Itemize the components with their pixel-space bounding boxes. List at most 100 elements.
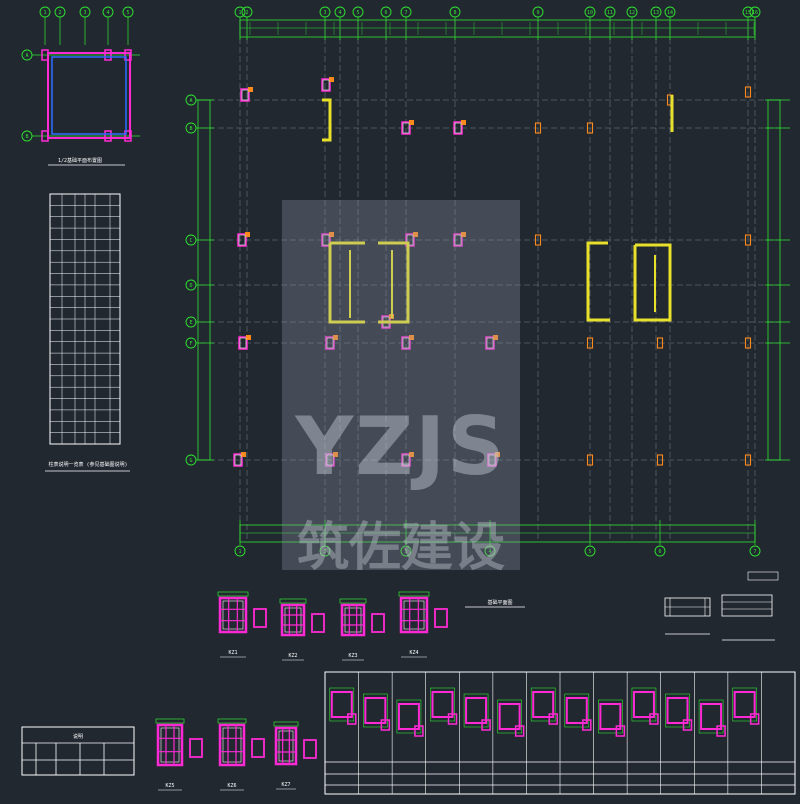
detail-dimension: [273, 721, 299, 727]
wall-section-outline: [396, 699, 422, 734]
mini-column: [104, 49, 112, 61]
wall-section-tail: [548, 713, 558, 725]
axis-top-bubble: [532, 6, 544, 18]
axis-top-label: 6: [384, 10, 387, 16]
detail-dimension: [339, 598, 367, 604]
axis-top-bubble: [584, 6, 596, 18]
wall-section: [599, 703, 622, 730]
column-rebar: [401, 121, 411, 135]
mini-column: [104, 130, 112, 142]
axis-left-bubble: [185, 122, 197, 134]
column-tag: [493, 335, 498, 340]
axis-bottom-bubble: [654, 545, 666, 557]
column-outline: [656, 337, 664, 349]
column-rebar: [237, 233, 247, 247]
columns-layer: [233, 77, 752, 467]
watermark-brand: YZJS: [295, 400, 507, 493]
column-tag: [246, 335, 251, 340]
axis-bottom-label: 4: [488, 549, 491, 555]
column-rebar: [325, 336, 335, 350]
column-outline: [534, 122, 542, 134]
column-rebar: [240, 88, 250, 102]
wall-details-table: [324, 671, 796, 795]
detail-section: [399, 596, 429, 634]
detail-section: [218, 723, 246, 767]
detail-title: KZ4: [409, 650, 418, 656]
shear-walls-layer: [322, 95, 674, 324]
column-tag: [248, 87, 253, 92]
wall-section-tail: [380, 719, 391, 731]
column-rebar: [401, 336, 411, 350]
schedule-title: 柱表说明一览表 (参见基础图说明): [48, 461, 127, 468]
column-outline: [744, 234, 752, 246]
wall-section: [397, 703, 420, 730]
mini-axis-top-bubble: [54, 6, 66, 18]
axis-top-label: 9: [536, 10, 539, 16]
wall-section-tail: [615, 725, 626, 737]
column-outline: [402, 454, 410, 466]
axis-bottom-label: 5: [588, 549, 591, 555]
column-outline: [586, 122, 594, 134]
axis-top-label: 4: [338, 10, 341, 16]
column-outline: [326, 454, 334, 466]
axis-bottom-label: 3: [404, 549, 407, 555]
column-outline: [534, 234, 542, 246]
axis-top-bubble: [352, 6, 364, 18]
column-outline: [322, 234, 330, 246]
mini-axis-top-label: 2: [58, 10, 61, 16]
column-tag: [461, 232, 466, 237]
column-rebar: [405, 233, 415, 247]
right-dimension-chain: [767, 99, 781, 461]
mini-axis-top-label: 3: [83, 10, 86, 16]
mini-axis-top-bubble: [102, 6, 114, 18]
axis-bottom-label: 2: [323, 549, 326, 555]
wall-section-tail: [716, 725, 726, 737]
axis-top-bubble: [749, 6, 761, 18]
axis-bottom-bubble: [400, 545, 412, 557]
column-tag: [409, 452, 414, 457]
column-outline: [402, 122, 410, 134]
axis-bottom-bubble: [484, 545, 496, 557]
notes-table-title: 说明: [73, 733, 83, 740]
column-outline: [744, 86, 752, 98]
axis-left-bubble: [185, 94, 197, 106]
detail-sub-section: [251, 738, 265, 758]
axis-left-bubble: [185, 279, 197, 291]
column-outline: [586, 454, 594, 466]
axis-top-label: 2: [245, 10, 248, 16]
axis-top-bubble: [241, 6, 253, 18]
column-outline: [454, 122, 462, 134]
column-tag: [245, 232, 250, 237]
axis-bottom-bubble: [319, 545, 331, 557]
axis-left-label: A: [189, 98, 192, 104]
detail-dimension: [398, 591, 430, 597]
wall-section-outline: [329, 687, 355, 722]
column-outline: [234, 454, 242, 466]
detail-title: KZ5: [165, 783, 174, 789]
axis-top-bubble: [664, 6, 676, 18]
wall-section-outline: [598, 699, 623, 734]
column-tag: [333, 335, 338, 340]
column-outline: [486, 337, 494, 349]
column-tag: [413, 232, 418, 237]
axis-top-bubble: [626, 6, 638, 18]
detail-title: KZ2: [288, 653, 297, 659]
axis-top-bubble: [449, 6, 461, 18]
mini-axis-top-label: 5: [126, 10, 129, 16]
column-outline: [322, 79, 330, 91]
column-tag: [495, 452, 500, 457]
wall-section-outline: [463, 693, 489, 728]
wall-section-outline: [363, 693, 388, 728]
detail-inner: [222, 600, 244, 630]
axis-bottom-bubble: [584, 545, 596, 557]
detail-title: KZ1: [228, 650, 237, 656]
axis-left-label: G: [189, 458, 192, 464]
column-outline: [656, 454, 664, 466]
wall-section: [532, 691, 555, 718]
detail-section: [156, 723, 184, 767]
column-schedule-table: [49, 193, 121, 445]
detail-inner: [160, 727, 180, 763]
axis-left-label: F: [189, 341, 192, 347]
top-dimension-chain: [239, 19, 756, 38]
